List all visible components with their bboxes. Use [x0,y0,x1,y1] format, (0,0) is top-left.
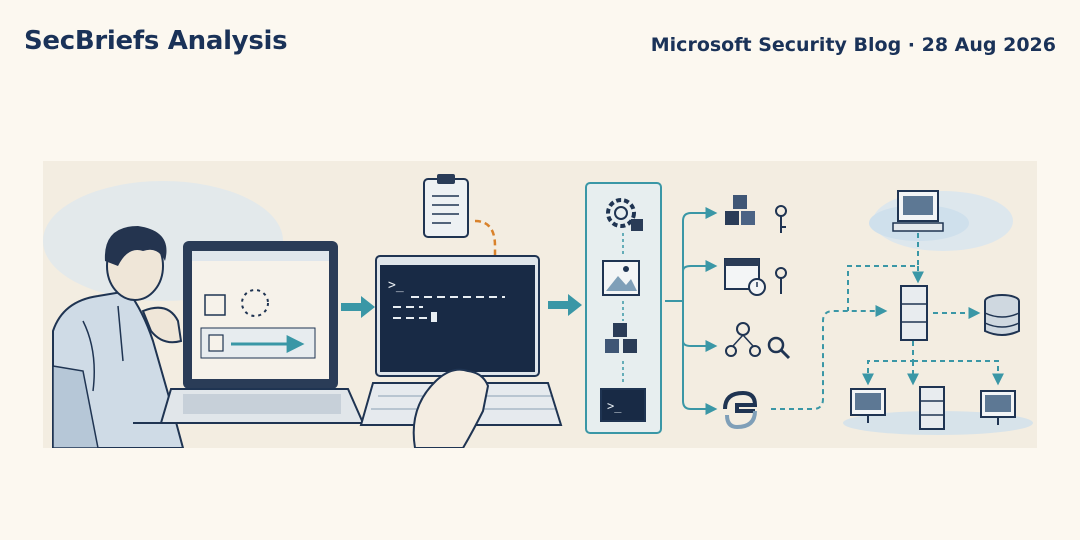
branch-arrows [665,207,718,415]
console-icon: >_ [600,388,646,422]
paste-arrow-icon [474,219,503,284]
server-icon [919,386,945,430]
person-icon [52,226,185,448]
python-to-server-arrow [771,305,888,410]
gear-plugin-icon [606,198,643,231]
image-icon [602,260,640,296]
site-brand: SecBriefs Analysis [24,26,288,56]
flow-arrow-icon [341,296,375,318]
hero-illustration: >_ >_ [43,161,1037,448]
clipboard-icon [423,174,469,238]
workstation-icon [980,390,1016,425]
terminal-window-icon: >_ [375,255,540,377]
database-icon [984,294,1020,336]
laptop-icon [133,241,383,424]
users-search-icon [725,322,791,360]
server-icon [900,285,928,341]
hand-icon [412,368,490,448]
terminal-prompt: >_ [388,278,404,293]
cubes-icon [605,323,637,353]
svg-text:>_: >_ [607,399,622,413]
capability-panel [585,182,662,434]
python-icon [723,390,758,430]
calendar-clock-key-icon [724,258,787,296]
cloud-computer-icon [869,190,969,241]
source-and-date: Microsoft Security Blog · 28 Aug 2026 [650,34,1056,56]
workstation-icon [850,388,886,423]
cubes-key-icon [725,195,787,233]
flow-arrow-icon [548,294,582,316]
